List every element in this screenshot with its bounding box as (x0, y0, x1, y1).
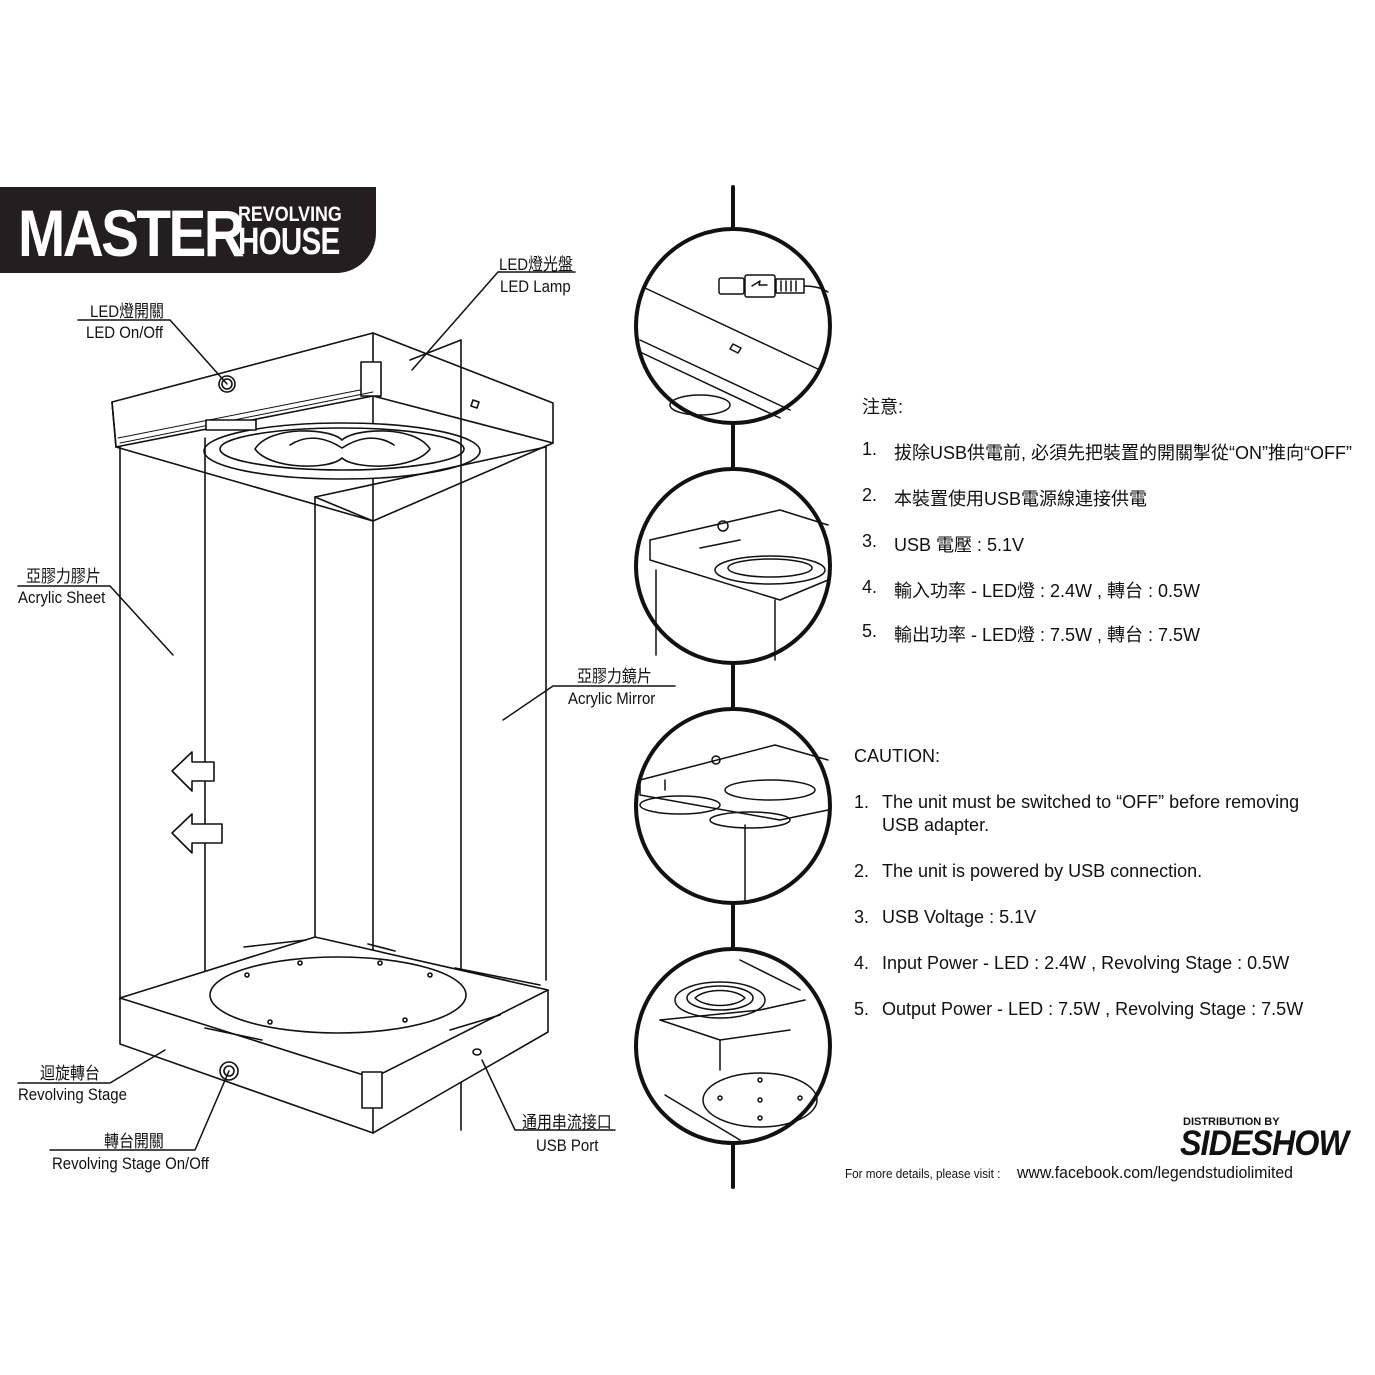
footer-visit-text: For more details, please visit : (845, 1166, 1001, 1181)
notes-en-heading: CAUTION: (854, 746, 941, 766)
label-usb-port-en: USB Port (536, 1136, 599, 1155)
brand-logo: MASTER REVOLVING HOUSE (0, 187, 376, 273)
notes-en-num-4: 4. (854, 953, 870, 973)
label-acrylic-mirror-zh: 亞膠力鏡片 (577, 667, 652, 686)
notes-en-item-1-line2: USB adapter. (882, 815, 990, 835)
label-led-onoff-zh: LED燈開關 (90, 302, 164, 321)
label-acrylic-mirror-en: Acrylic Mirror (568, 689, 656, 708)
notes-zh-num-2: 2. (862, 485, 878, 505)
notes-zh-item-4: 輸入功率 - LED燈 : 2.4W , 轉台 : 0.5W (894, 581, 1201, 601)
notes-zh-num-4: 4. (862, 577, 878, 597)
distribution-by-text: DISTRIBUTION BY (1183, 1116, 1280, 1128)
sideshow-logo: SIDESHOW (1180, 1124, 1349, 1163)
brand-house-text: HOUSE (238, 221, 340, 263)
label-led-lamp-zh: LED燈光盤 (499, 255, 573, 274)
label-acrylic-sheet-zh: 亞膠力膠片 (26, 567, 101, 586)
notes-zh-num-3: 3. (862, 531, 878, 551)
label-stage-onoff-zh: 轉台開關 (104, 1132, 164, 1151)
notes-zh-item-5: 輸出功率 - LED燈 : 7.5W , 轉台 : 7.5W (894, 625, 1201, 645)
notes-en-num-2: 2. (854, 861, 870, 881)
notes-zh-item-1: 拔除USB供電前, 必須先把裝置的開關掣從“ON”推向“OFF” (894, 443, 1352, 463)
label-usb-port-zh: 通用串流接口 (522, 1113, 612, 1132)
label-acrylic-sheet-en: Acrylic Sheet (18, 588, 106, 607)
notes-zh-item-3: USB 電壓 : 5.1V (894, 535, 1025, 555)
notes-zh-item-2: 本裝置使用USB電源線連接供電 (894, 489, 1148, 509)
label-revolving-stage-zh: 迴旋轉台 (40, 1064, 100, 1083)
notes-en-item-5: Output Power - LED : 7.5W , Revolving St… (882, 999, 1304, 1019)
detail-circle-usb (634, 227, 832, 425)
label-led-onoff-en: LED On/Off (86, 323, 164, 342)
detail-circle-switch (634, 467, 832, 665)
notes-en-num-3: 3. (854, 907, 870, 927)
detail-circle-base (634, 947, 832, 1145)
detail-circle-stack (634, 707, 832, 905)
brand-revolving-text: REVOLVING (238, 203, 342, 226)
notes-en-num-5: 5. (854, 999, 870, 1019)
brand-master-text: MASTER (18, 196, 245, 270)
notes-zh-num-5: 5. (862, 621, 878, 641)
display-case-drawing (111, 332, 554, 1134)
footer-url-link[interactable]: www.facebook.com/legendstudiolimited (1017, 1163, 1293, 1182)
notes-en-num-1: 1. (854, 792, 870, 812)
notes-zh-num-1: 1. (862, 439, 878, 459)
notes-zh-heading: 注意: (862, 397, 904, 417)
label-stage-onoff-en: Revolving Stage On/Off (52, 1154, 209, 1173)
notes-en-item-1: The unit must be switched to “OFF” befor… (882, 792, 1300, 812)
notes-en-item-2: The unit is powered by USB connection. (882, 861, 1203, 881)
notes-en-item-4: Input Power - LED : 2.4W , Revolving Sta… (882, 953, 1290, 973)
notes-en-item-3: USB Voltage : 5.1V (882, 907, 1037, 927)
leader-lines (17, 271, 676, 1151)
label-led-lamp-en: LED Lamp (500, 277, 571, 296)
label-revolving-stage-en: Revolving Stage (18, 1085, 127, 1104)
